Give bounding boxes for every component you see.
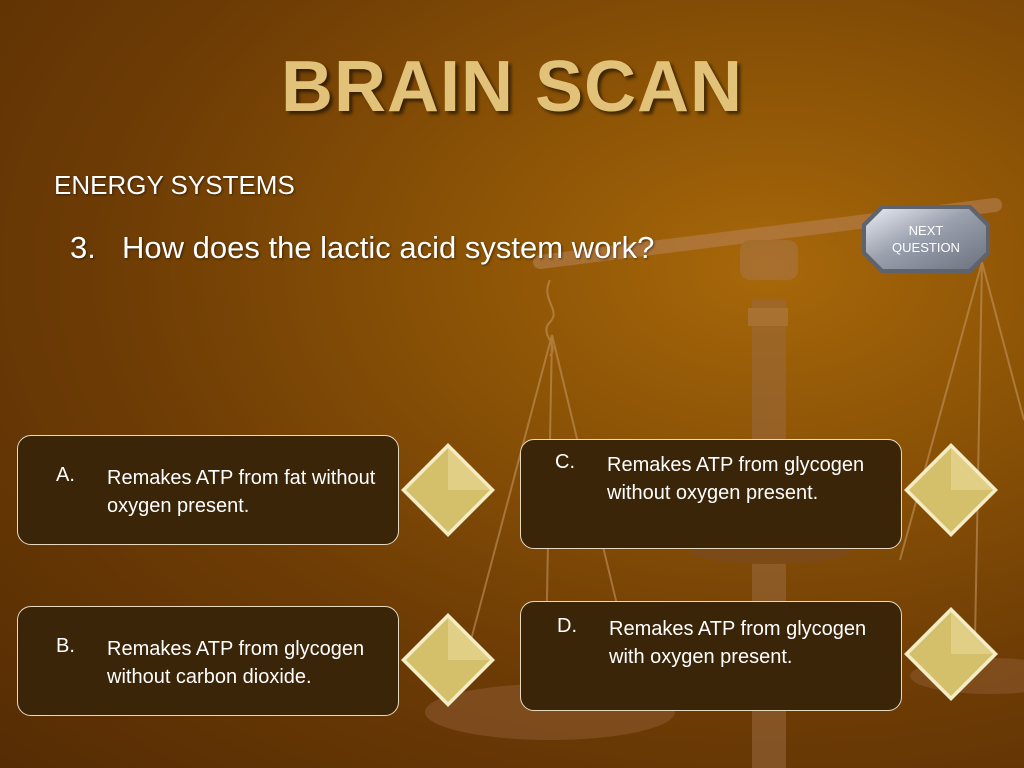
- next-question-label: NEXT QUESTION: [861, 222, 991, 256]
- section-subtitle: ENERGY SYSTEMS: [54, 170, 295, 200]
- next-label-line1: NEXT: [908, 223, 944, 238]
- answer-option-d[interactable]: D. Remakes ATP from glycogen with oxygen…: [520, 601, 902, 711]
- question-text: How does the lactic acid system work?: [122, 230, 655, 265]
- answer-option-c[interactable]: C. Remakes ATP from glycogen without oxy…: [520, 439, 902, 549]
- diamond-icon: [904, 443, 998, 537]
- answer-b-text: Remakes ATP from glycogen without carbon…: [107, 638, 365, 688]
- answer-a-letter: A.: [56, 464, 75, 486]
- diamond-icon: [401, 613, 495, 707]
- answer-c-letter: C.: [555, 451, 575, 473]
- slide-title: BRAIN SCAN: [280, 47, 743, 127]
- answer-a-diamond-button[interactable]: [400, 442, 496, 538]
- diamond-icon: [401, 443, 495, 537]
- answer-d-text: Remakes ATP from glycogen with oxygen pr…: [609, 618, 867, 668]
- answer-b-letter: B.: [56, 635, 75, 657]
- answer-b-diamond-button[interactable]: [400, 612, 496, 708]
- answer-a-text: Remakes ATP from fat without oxygen pres…: [107, 467, 376, 517]
- diamond-icon: [904, 607, 998, 701]
- answer-option-b[interactable]: B. Remakes ATP from glycogen without car…: [17, 606, 399, 716]
- answer-option-a[interactable]: A. Remakes ATP from fat without oxygen p…: [17, 435, 399, 545]
- answer-d-diamond-button[interactable]: [903, 606, 999, 702]
- question-number: 3.: [70, 230, 96, 265]
- answer-c-diamond-button[interactable]: [903, 442, 999, 538]
- answer-c-text: Remakes ATP from glycogen without oxygen…: [607, 454, 865, 504]
- question: 3. How does the lactic acid system work?: [70, 230, 654, 266]
- octagon-button-shape: [862, 205, 990, 273]
- next-label-line2: QUESTION: [892, 240, 960, 255]
- next-question-button[interactable]: NEXT QUESTION: [861, 204, 991, 274]
- answer-d-letter: D.: [557, 615, 577, 637]
